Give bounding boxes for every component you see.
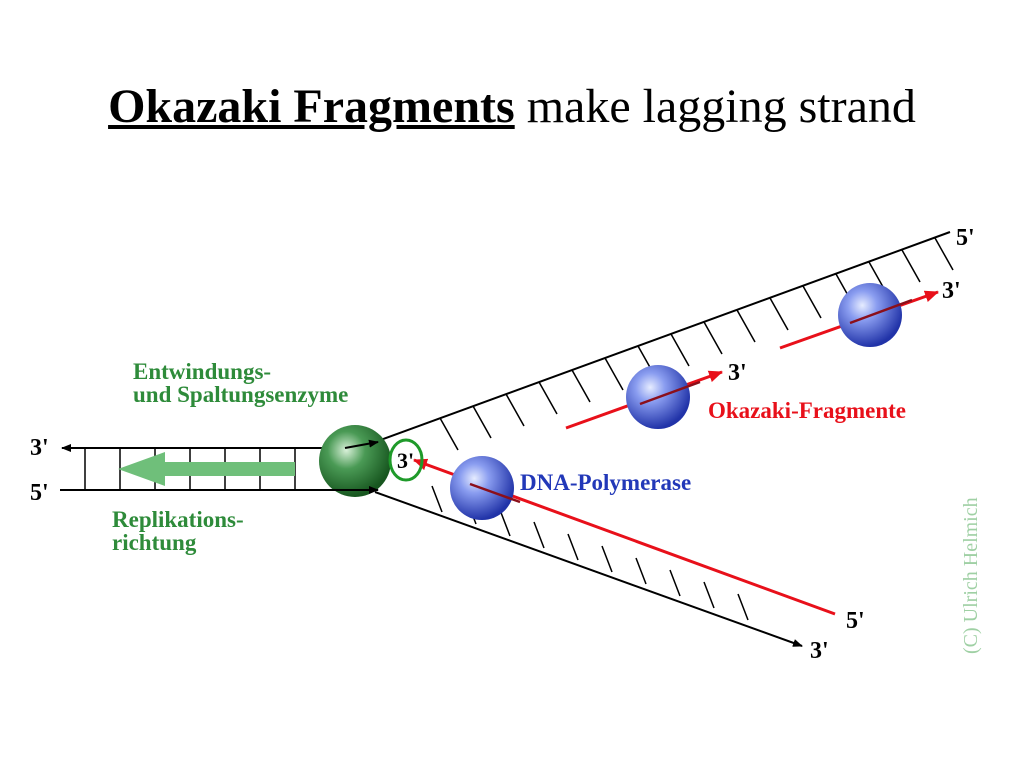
label-dna-polymerase: DNA-Polymerase bbox=[520, 470, 691, 495]
replication-direction-arrow bbox=[118, 452, 295, 486]
label-direction-line1: Replikations- bbox=[112, 507, 244, 532]
label-lower-5prime: 5' bbox=[846, 608, 865, 634]
lower-rungs bbox=[431, 485, 749, 621]
slide-title: Okazaki Fragments make lagging strand bbox=[0, 78, 1024, 136]
label-unwinding-line2: und Spaltungsenzyme bbox=[133, 382, 348, 407]
copyright-watermark: (C) Ulrich Helmich bbox=[960, 497, 982, 654]
title-rest: make lagging strand bbox=[514, 80, 916, 133]
label-left-5prime: 5' bbox=[30, 480, 49, 506]
helicase-enzyme bbox=[319, 425, 391, 497]
label-upper-3prime-b: 3' bbox=[942, 278, 961, 304]
title-emphasis: Okazaki Fragments bbox=[108, 80, 515, 133]
primer-3prime-circle bbox=[388, 438, 424, 482]
label-unwinding-line1: Entwindungs- bbox=[133, 359, 271, 384]
label-direction-line2: richtung bbox=[112, 530, 197, 555]
label-fork-3prime: 3' bbox=[397, 448, 414, 473]
label-upper-3prime-a: 3' bbox=[728, 360, 747, 386]
okazaki-fragment-1-inner bbox=[639, 380, 701, 406]
leading-strand-inner bbox=[469, 482, 521, 504]
lower-branch bbox=[374, 456, 836, 647]
helicase-top-arrow bbox=[344, 439, 379, 449]
upper-strand bbox=[374, 231, 951, 443]
upper-branch bbox=[374, 231, 954, 451]
label-lower-3prime: 3' bbox=[810, 638, 829, 664]
label-left-3prime: 3' bbox=[30, 435, 49, 461]
label-okazaki-fragments: Okazaki-Fragmente bbox=[708, 398, 906, 423]
okazaki-fragment-2-inner bbox=[849, 298, 913, 325]
left-duplex bbox=[60, 444, 356, 494]
label-upper-5prime: 5' bbox=[956, 225, 975, 251]
lower-strand bbox=[374, 491, 803, 647]
